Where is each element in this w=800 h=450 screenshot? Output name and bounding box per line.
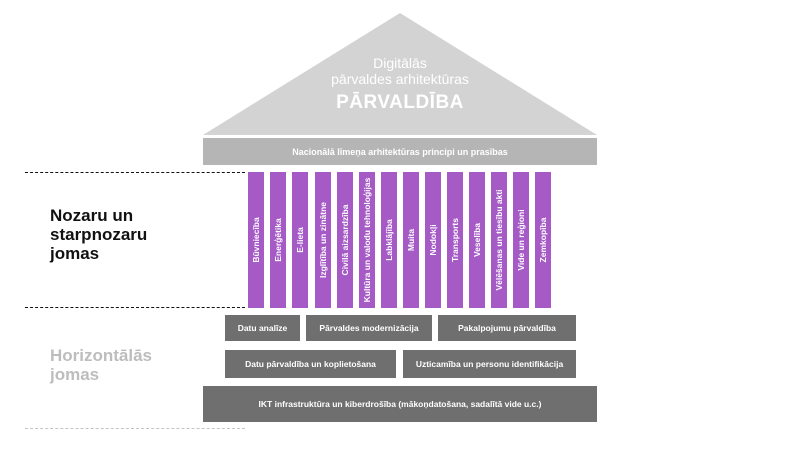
box-parvaldes-modernizacija: Pārvaldes modernizācija — [306, 315, 432, 341]
pillar-energetika: Enerģētika — [270, 172, 286, 308]
box-datu-parvaldiba: Datu pārvaldība un koplietošana — [225, 350, 396, 378]
box-uzticamiba: Uzticamība un personu identifikācija — [403, 350, 576, 378]
divider-top — [25, 172, 245, 173]
pillar-civila-aizsardziba: Civilā aizsardzība — [337, 172, 353, 308]
principles-band: Nacionālā līmeņa arhitektūras principi u… — [203, 138, 597, 165]
box-pakalpojumu-parvaldiba: Pakalpojumu pārvaldība — [438, 315, 576, 341]
pillar-labklajiba: Labklājība — [381, 172, 397, 308]
pillar-nodokli: Nodokļi — [425, 172, 441, 308]
horizontal-label-line1: Horizontālās — [50, 346, 153, 365]
sectors-label-line1: Nozaru un — [50, 206, 134, 225]
roof-title-line2: pārvaldes arhitektūras — [331, 71, 469, 87]
horizontal-label: Horizontālās jomas — [50, 346, 152, 384]
divider-middle — [25, 307, 245, 308]
sectors-label: Nozaru un starpnozaru jomas — [50, 206, 147, 263]
roof-title-main: PĀRVALDĪBA — [336, 92, 464, 113]
roof-title-line1: Digitālās — [373, 55, 427, 71]
box-datu-analize: Datu analīze — [225, 315, 300, 341]
pillar-muita: Muita — [403, 172, 419, 308]
roof-triangle — [203, 13, 597, 135]
infrastructure-band: IKT infrastruktūra un kiberdrošība (māko… — [203, 386, 597, 422]
divider-bottom — [25, 428, 245, 429]
horizontal-label-line2: jomas — [50, 365, 100, 384]
sectors-label-line3: jomas — [50, 244, 100, 263]
pillar-velesanas: Vēlēšanas un tiesību akti — [491, 172, 507, 308]
pillar-vide: Vide un reģioni — [513, 172, 529, 308]
pillar-transports: Transports — [447, 172, 463, 308]
pillar-veseliba: Veselība — [469, 172, 485, 308]
pillar-e-lieta: E-lieta — [292, 172, 308, 308]
pillar-zemkopiba: Zemkopība — [535, 172, 551, 308]
sectors-label-line2: starpnozaru — [50, 225, 148, 244]
pillar-kultura: Kultūra un valodu tehnoloģijas — [359, 172, 375, 308]
pillar-buvnieciba: Būvniecība — [248, 172, 264, 308]
pillar-izglitiba: Izglītība un zinātne — [315, 172, 331, 308]
